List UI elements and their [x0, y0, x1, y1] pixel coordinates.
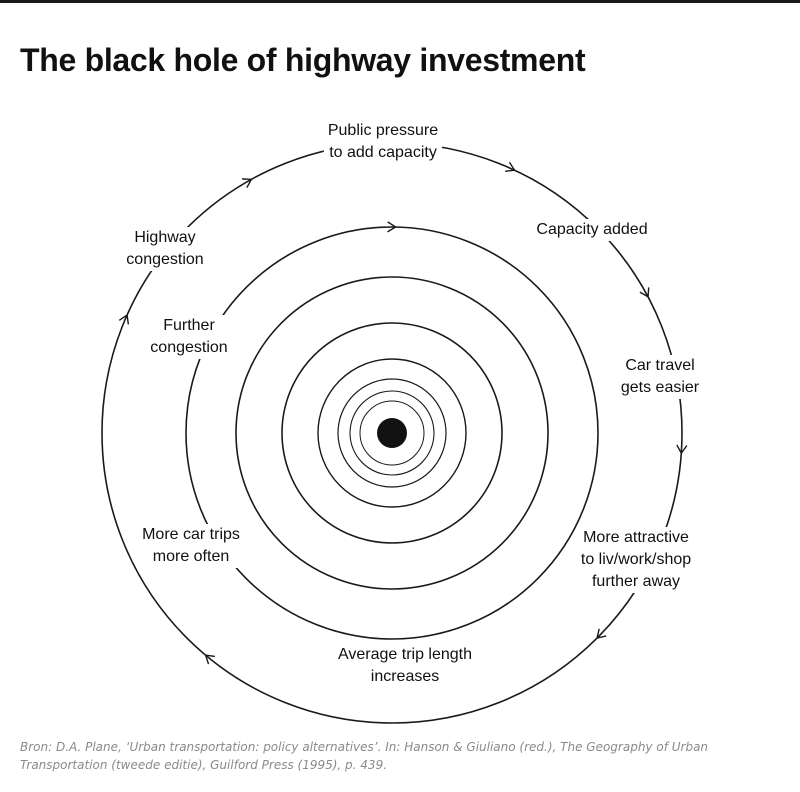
spiral-ring-5 [337, 378, 447, 488]
black-hole [377, 418, 407, 448]
arrow-icon [387, 221, 397, 233]
page-title: The black hole of highway investment [20, 42, 586, 78]
label-capacity-added: Capacity added [532, 219, 652, 241]
arrow-icon [596, 628, 607, 639]
spiral-ring-3 [281, 322, 503, 544]
spiral-ring-7 [359, 400, 425, 466]
spiral-ring-1 [185, 226, 599, 640]
arrow-icon [639, 287, 650, 299]
arrow-icon [505, 161, 516, 173]
spiral-ring-4 [317, 358, 467, 508]
top-rule [0, 0, 800, 3]
spiral-ring-2 [235, 276, 549, 590]
arrow-icon [204, 654, 216, 665]
arrow-icon [118, 313, 130, 325]
arrow-icon [676, 444, 688, 455]
source-citation: Bron: D.A. Plane, ‘Urban transportation:… [20, 740, 709, 772]
spiral-ring-6 [349, 390, 435, 476]
arrow-icon [241, 178, 253, 188]
